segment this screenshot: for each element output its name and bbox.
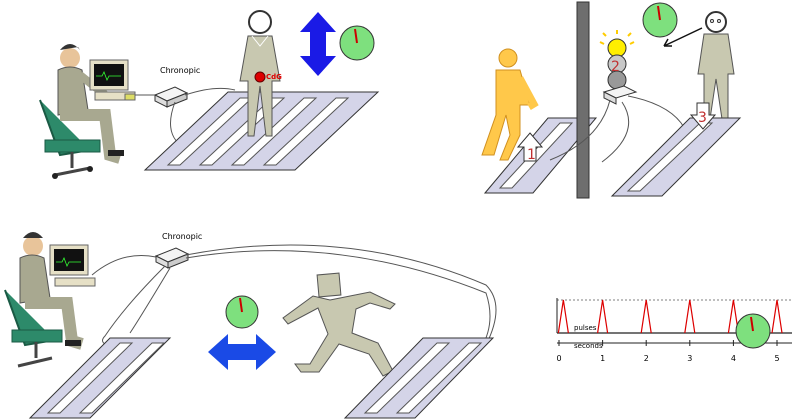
- step3-label: 3: [698, 110, 707, 126]
- reaction-panel: 1 2: [481, 1, 742, 199]
- pulse-mark: [597, 299, 609, 334]
- walker-figure: [481, 48, 539, 161]
- seconds-tick-label: 1: [600, 354, 605, 363]
- seconds-tick-label: 2: [644, 354, 649, 363]
- timeline-panel: pulses seconds 0 1 2 3 4 5: [556, 298, 792, 363]
- computer-operator-icon: [39, 44, 136, 179]
- step2-label: 2: [611, 59, 620, 75]
- pulse-mark: [684, 299, 696, 334]
- chronopic-label: Chronopic: [160, 66, 200, 75]
- pulses-label: pulses: [574, 324, 597, 332]
- jump-panel: Chronopic CdG: [39, 10, 380, 179]
- standing-figure: [697, 11, 735, 120]
- contact-mat-icon: [610, 117, 742, 197]
- step3-arrow-icon: [689, 102, 717, 130]
- computer-operator-icon: [4, 232, 96, 368]
- pulse-mark: [640, 299, 652, 334]
- seconds-tick-label: 4: [731, 354, 736, 363]
- cdg-label: CdG: [266, 73, 282, 81]
- chronopic-device-icon: [153, 86, 189, 108]
- vertical-arrow-icon: [300, 12, 336, 76]
- pulse-mark: [727, 299, 739, 334]
- seconds-ticks: 0 1 2 3 4 5: [557, 340, 780, 363]
- run-panel: Chronopic: [4, 232, 497, 419]
- chronopic-label: Chronopic: [162, 232, 202, 241]
- traffic-light-icon: [599, 30, 638, 105]
- contact-mat-icon: [143, 91, 380, 171]
- contact-mat-icon: [28, 337, 172, 419]
- horizontal-arrow-icon: [208, 334, 276, 370]
- clock-icon: [642, 2, 678, 38]
- clock-icon: [735, 313, 771, 349]
- clock-icon: [339, 25, 375, 61]
- seconds-tick-label: 3: [687, 354, 692, 363]
- step1-arrow-icon: [516, 132, 544, 162]
- chronopic-device-icon: [154, 247, 190, 269]
- jumper-figure: [239, 10, 281, 137]
- clock-icon: [225, 295, 259, 329]
- pulse-mark: [557, 299, 569, 334]
- seconds-tick-label: 0: [557, 354, 562, 363]
- pulse-series: [557, 299, 783, 334]
- pointer-arrow-icon: [663, 27, 703, 47]
- pulse-mark: [771, 299, 783, 334]
- step1-label: 1: [527, 147, 536, 163]
- seconds-tick-label: 5: [775, 354, 780, 363]
- runner-figure: [282, 272, 396, 377]
- seconds-label: seconds: [574, 342, 603, 350]
- wall-divider: [576, 1, 590, 199]
- contact-mat-icon: [343, 337, 495, 419]
